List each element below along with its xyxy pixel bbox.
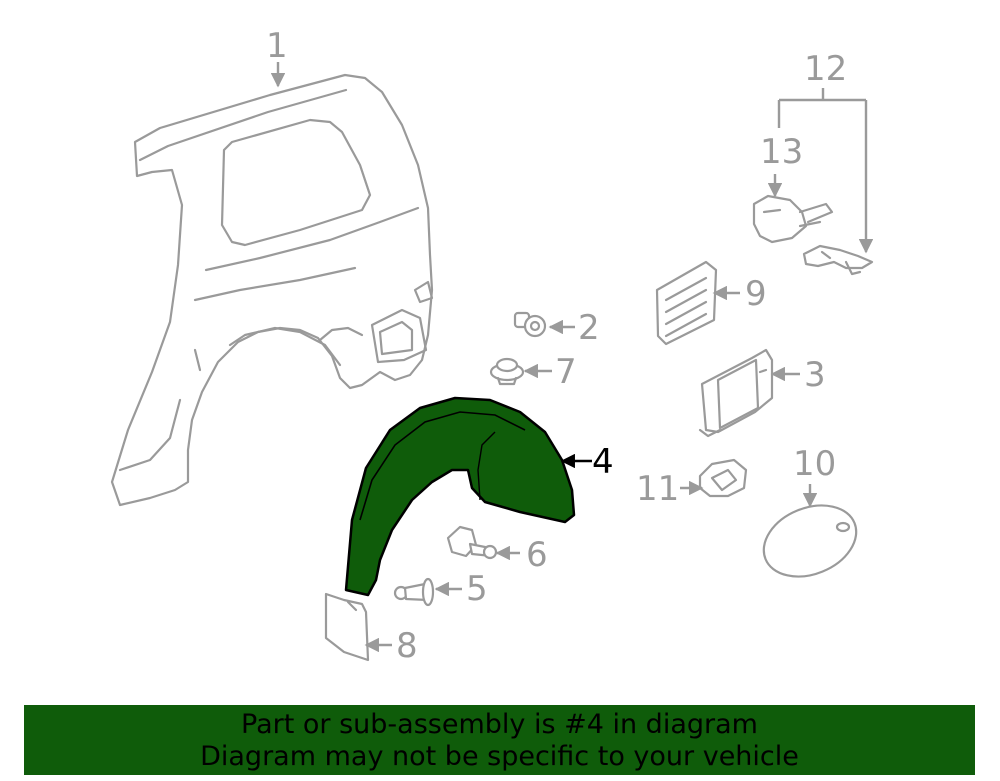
part-6-push-pin	[446, 525, 498, 560]
info-banner: Part or sub-assembly is #4 in diagram Di…	[24, 705, 975, 775]
callout-6: 6	[526, 535, 548, 575]
callout-4: 4	[592, 442, 614, 482]
callout-7: 7	[555, 352, 577, 392]
part-3-bracket	[698, 348, 774, 438]
part-11-hinge	[698, 458, 748, 498]
callout-9: 9	[745, 274, 767, 314]
part-1-quarter-panel	[110, 73, 434, 507]
callout-10: 10	[793, 444, 836, 484]
callout-13: 13	[760, 132, 803, 172]
part-13-actuator	[752, 194, 834, 244]
callout-3: 3	[804, 355, 826, 395]
parts-diagram: 1 2 3 4 5 6 7 8 9 10 11 12 13	[110, 26, 874, 666]
part-12-latch	[802, 244, 874, 276]
part-5-push-clip	[393, 577, 435, 607]
part-9-vent	[655, 260, 718, 346]
callout-1: 1	[266, 26, 288, 66]
part-10-fuel-door	[762, 504, 858, 578]
part-8-flap	[324, 592, 370, 662]
callout-2: 2	[578, 308, 600, 348]
banner-line-2: Diagram may not be specific to your vehi…	[200, 741, 799, 772]
callout-labels: 1 2 3 4 5 6 7 8 9 10 11 12 13	[266, 26, 847, 666]
callout-8: 8	[396, 626, 418, 666]
part-7-clip	[489, 357, 525, 386]
callout-12: 12	[804, 49, 847, 89]
part-2-bolt	[513, 311, 547, 338]
banner-line-1: Part or sub-assembly is #4 in diagram	[241, 709, 758, 740]
callout-5: 5	[466, 569, 488, 609]
callout-11: 11	[636, 469, 679, 509]
part-4-wheelhouse-liner	[344, 396, 576, 597]
